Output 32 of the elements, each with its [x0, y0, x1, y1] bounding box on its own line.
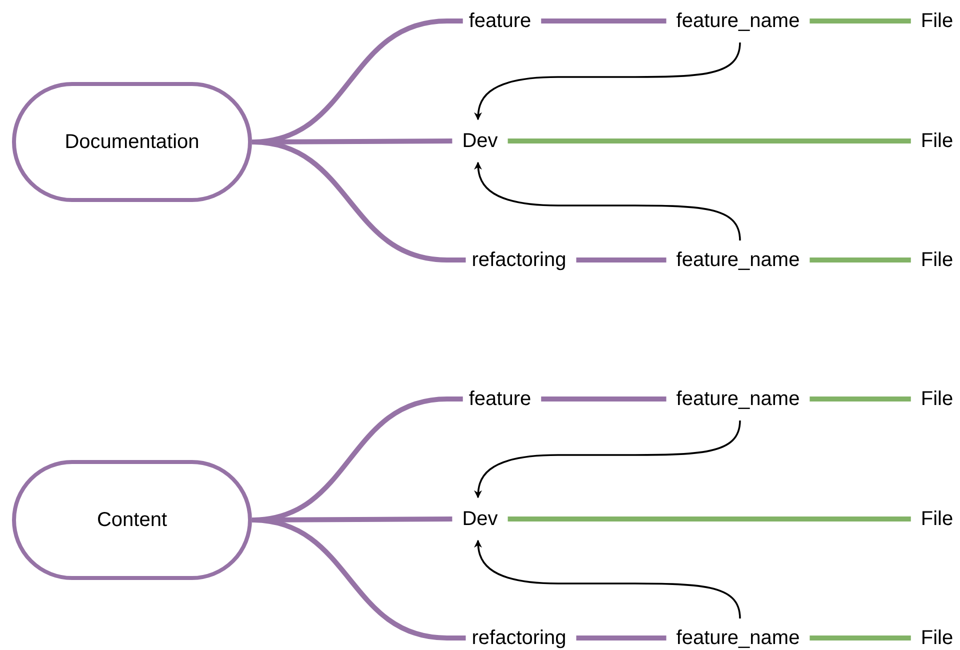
topic-label: Dev [462, 130, 498, 152]
topic-label: feature [468, 388, 532, 410]
curved-arrow [474, 162, 741, 241]
branch-line [508, 138, 911, 144]
topic-label: feature_name [676, 626, 800, 650]
topic-label: Dev [462, 508, 498, 530]
topic-label: refactoring [472, 248, 566, 272]
topic-label: File [920, 508, 954, 530]
branch-line [576, 636, 666, 640]
topic-label: File [920, 388, 954, 410]
curved-arrow [474, 420, 741, 498]
branch-line [541, 396, 666, 402]
branch-line [810, 396, 911, 402]
topic-label: File [920, 626, 954, 650]
curved-arrow [474, 42, 741, 120]
topic-label: feature_name [676, 10, 800, 32]
curved-arrow [474, 540, 741, 619]
topic-label: refactoring [472, 626, 566, 650]
topic-label: File [920, 10, 954, 32]
branch-line [810, 258, 911, 262]
branch-line [541, 18, 666, 24]
branch-line [576, 258, 666, 262]
topic-label: Content [96, 508, 168, 532]
topic-label: feature [468, 10, 532, 32]
topic-label: Documentation [64, 130, 200, 154]
branch-line [810, 18, 911, 24]
branch-line [810, 636, 911, 640]
topic-label: feature_name [676, 388, 800, 410]
topic-label: File [920, 248, 954, 272]
topic-label: feature_name [676, 248, 800, 272]
branch-line [508, 516, 911, 522]
topic-label: File [920, 130, 954, 152]
